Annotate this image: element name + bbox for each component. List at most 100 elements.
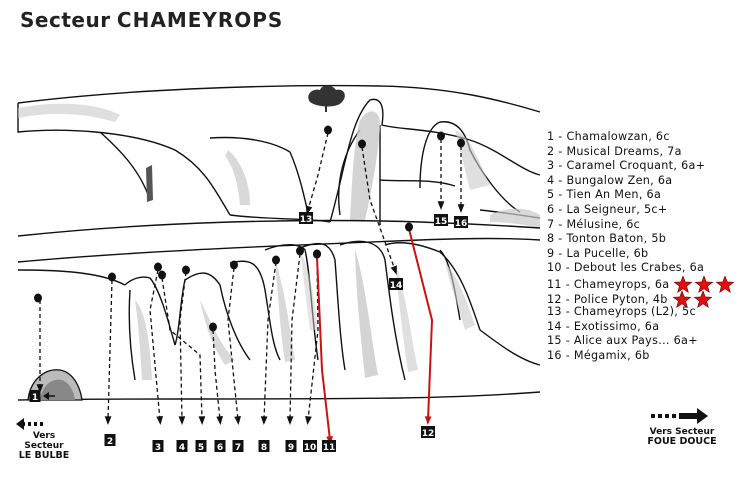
- right-direction-line2: FOUE DOUCE: [647, 436, 717, 447]
- route-start-13: [324, 125, 332, 135]
- route-number-12: 12: [422, 429, 435, 439]
- page-title: Secteur CHAMEYROPS: [20, 8, 283, 32]
- route-start-3: [154, 262, 162, 272]
- route-arrow-3: [156, 416, 163, 425]
- route-16: 16: [454, 138, 468, 229]
- legend-text-6: 6 - La Seigneur, 5c+: [547, 202, 668, 216]
- route-9: 9: [285, 246, 304, 453]
- route-number-9: 9: [288, 443, 294, 453]
- route-number-box-10: [303, 440, 317, 452]
- route-12: 12: [405, 222, 435, 439]
- route-arrow-14: [390, 265, 397, 275]
- route-number-box-12: [421, 426, 435, 438]
- route-start-7: [230, 260, 238, 270]
- route-line-5: [161, 277, 203, 421]
- legend-row-7: 7 - Mélusine, 6c: [547, 218, 747, 233]
- right-direction-arrow: [651, 408, 708, 424]
- legend-text-9: 9 - La Pucelle, 6b: [547, 246, 649, 260]
- route-line-8: [263, 261, 277, 421]
- rating-stars: [674, 275, 735, 293]
- lower-rock-shading: [135, 250, 475, 380]
- legend-row-12: 12 - Police Pyton, 4b: [547, 289, 747, 308]
- route-arrow-4: [178, 416, 186, 425]
- route-line-11: [316, 256, 331, 441]
- route-number-box-11: [322, 440, 336, 452]
- rock-shading: [18, 103, 540, 228]
- star-icon: [674, 275, 693, 293]
- route-number-box-4: [176, 440, 188, 452]
- route-number-1: 1: [32, 393, 38, 403]
- tree-icon: [308, 85, 345, 112]
- legend-text-7: 7 - Mélusine, 6c: [547, 217, 641, 231]
- route-arrow-7: [234, 416, 241, 425]
- route-13: 13: [299, 125, 332, 225]
- route-number-box-6: [214, 440, 226, 452]
- legend-row-2: 2 - Musical Dreams, 7a: [547, 145, 747, 160]
- route-arrow-6: [216, 416, 223, 425]
- legend-row-5: 5 - Tien An Men, 6a: [547, 188, 747, 203]
- legend-row-15: 15 - Alice aux Pays... 6a+: [547, 334, 747, 349]
- left-direction-line1: Vers Secteur: [24, 431, 64, 451]
- legend-text-11: 11 - Chameyrops, 6a: [547, 277, 670, 291]
- legend-text-13: 13 - Chameyrops (L2), 5c: [547, 305, 696, 319]
- star-icon: [716, 275, 735, 293]
- route-number-2: 2: [107, 437, 113, 447]
- route-line-2: [107, 279, 113, 421]
- route-number-box-5: [195, 440, 207, 452]
- route-arrow-12: [424, 416, 432, 425]
- legend-text-1: 1 - Chamalowzan, 6c: [547, 130, 670, 143]
- title-prefix: Secteur: [20, 8, 111, 32]
- star-icon: [695, 275, 714, 293]
- route-11: 11: [313, 249, 336, 453]
- right-direction-label: Vers Secteur FOUE DOUCE: [642, 427, 722, 447]
- route-number-box-2: [104, 434, 116, 446]
- legend-row-11: 11 - Chameyrops, 6a: [547, 275, 747, 293]
- route-6: 6: [209, 322, 226, 453]
- route-3: 3: [149, 262, 164, 453]
- route-arrow-1: [36, 384, 44, 393]
- route-number-box-16: [454, 216, 468, 228]
- rating-stars: [672, 289, 713, 308]
- route-number-5: 5: [198, 443, 204, 453]
- route-arrow-15: [437, 201, 445, 210]
- legend-row-6: 6 - La Seigneur, 5c+: [547, 203, 747, 218]
- legend-row-9: 9 - La Pucelle, 6b: [547, 247, 747, 262]
- route-line-14: [361, 146, 396, 271]
- route-8: 8: [258, 255, 280, 453]
- route-start-15: [437, 131, 445, 141]
- route-number-8: 8: [261, 443, 267, 453]
- route-line-3: [149, 269, 161, 421]
- route-arrow-8: [260, 416, 268, 425]
- route-number-box-14: [389, 278, 403, 290]
- route-start-4: [182, 265, 190, 275]
- legend-text-5: 5 - Tien An Men, 6a: [547, 188, 662, 202]
- lower-cliff: [17, 240, 541, 401]
- route-number-14: 14: [390, 281, 403, 291]
- legend-row-4: 4 - Bungalow Zen, 6a: [547, 174, 747, 189]
- route-start-16: [457, 138, 465, 148]
- route-line-7: [227, 267, 239, 421]
- route-number-15: 15: [435, 217, 448, 227]
- route-1: 1: [29, 293, 55, 403]
- route-number-6: 6: [217, 443, 223, 453]
- route-start-14: [358, 139, 366, 149]
- gully-mark: [146, 165, 153, 202]
- legend-row-16: 16 - Mégamix, 6b: [547, 349, 747, 364]
- route-line-12: [408, 228, 434, 421]
- route-start-12: [405, 222, 413, 232]
- route-start-2: [108, 272, 116, 282]
- legend-text-4: 4 - Bungalow Zen, 6a: [547, 173, 673, 187]
- route-arrow-5: [198, 416, 206, 425]
- route-start-6: [209, 322, 217, 332]
- route-number-box-1: [29, 390, 41, 402]
- route-legend: 1 - Chamalowzan, 6c 2 - Musical Dreams, 7…: [547, 130, 747, 364]
- legend-text-14: 14 - Exotissimo, 6a: [547, 319, 660, 333]
- upper-cliff: [17, 84, 541, 225]
- legend-row-8: 8 - Tonton Baton, 5b: [547, 232, 747, 247]
- route-14: 14: [358, 139, 403, 291]
- route-15: 15: [434, 131, 448, 227]
- route-number-13: 13: [300, 215, 313, 225]
- route-line-13: [307, 132, 329, 211]
